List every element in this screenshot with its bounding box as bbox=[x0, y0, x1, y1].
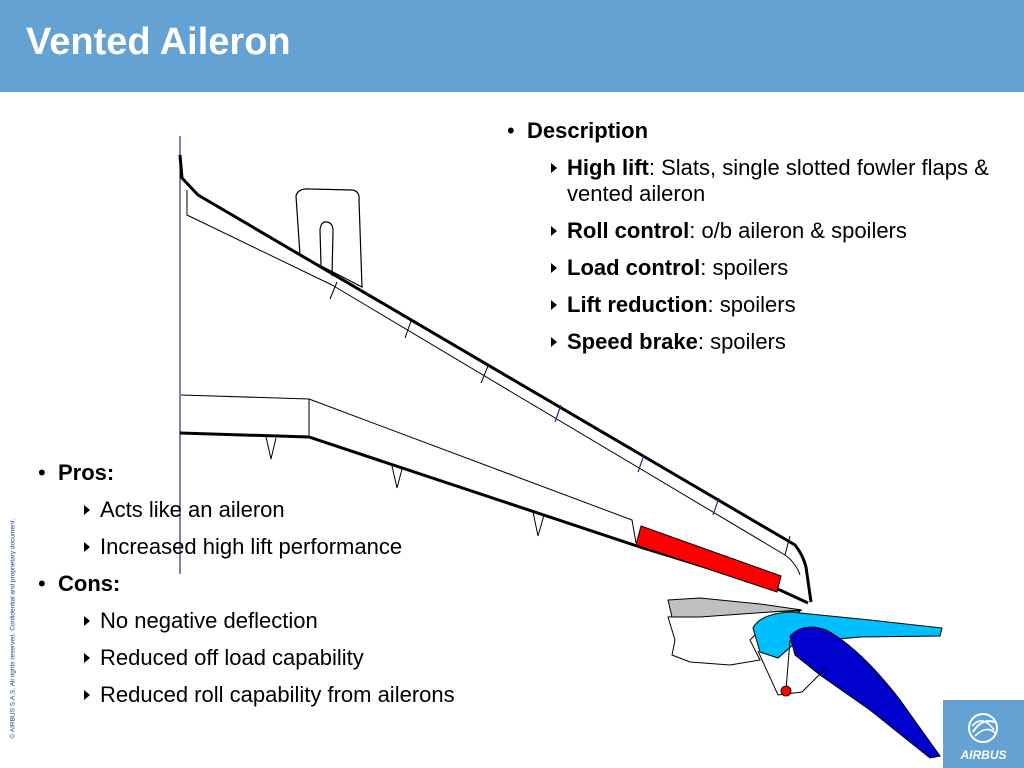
slat-divider bbox=[329, 281, 338, 300]
description-list: Description High lift: Slats, single slo… bbox=[507, 118, 997, 366]
slat-divider bbox=[637, 454, 645, 473]
slat-tip bbox=[784, 554, 801, 576]
slat-divider bbox=[554, 404, 562, 423]
wing-diagram bbox=[178, 136, 943, 759]
pylon-slot bbox=[319, 221, 334, 277]
triangle-bullet-icon bbox=[84, 542, 90, 552]
outer-flap bbox=[308, 398, 637, 544]
triangle-bullet-icon bbox=[551, 263, 557, 273]
pros-item: Acts like an aileron bbox=[84, 497, 558, 523]
triangle-bullet-icon bbox=[84, 505, 90, 515]
cons-heading: Cons: bbox=[38, 571, 558, 597]
aileron-highlight bbox=[635, 525, 782, 593]
triangle-bullet-icon bbox=[84, 616, 90, 626]
description-item: High lift: Slats, single slotted fowler … bbox=[551, 155, 997, 207]
triangle-bullet-icon bbox=[84, 690, 90, 700]
triangle-bullet-icon bbox=[551, 300, 557, 310]
description-item: Load control: spoilers bbox=[551, 255, 997, 281]
slat-divider bbox=[480, 365, 489, 384]
slat-divider bbox=[712, 497, 720, 516]
pros-item: Increased high lift performance bbox=[84, 534, 558, 560]
cons-item: No negative deflection bbox=[84, 608, 558, 634]
airbus-wordmark: AIRBUS bbox=[960, 748, 1007, 762]
page-title: Vented Aileron bbox=[26, 21, 291, 63]
inner-flap bbox=[180, 394, 310, 437]
cons-item: Reduced roll capability from ailerons bbox=[84, 682, 558, 708]
slat-divider bbox=[404, 320, 412, 339]
description-item: Lift reduction: spoilers bbox=[551, 292, 997, 318]
engine-pylon bbox=[295, 188, 363, 289]
title-bar: Vented Aileron bbox=[0, 0, 1024, 92]
description-heading: Description bbox=[507, 118, 997, 144]
wing-leading-edge bbox=[178, 154, 813, 603]
triangle-bullet-icon bbox=[551, 226, 557, 236]
pros-heading: Pros: bbox=[38, 460, 558, 486]
airbus-logo: AIRBUS bbox=[943, 700, 1024, 768]
triangle-bullet-icon bbox=[551, 163, 557, 173]
triangle-bullet-icon bbox=[551, 337, 557, 347]
flap-track-fairing bbox=[532, 511, 545, 537]
cons-item: Reduced off load capability bbox=[84, 645, 558, 671]
flap-track-fairing bbox=[265, 436, 277, 460]
spoiler-section bbox=[667, 597, 803, 618]
pros-cons-list: Pros: Acts like an aileron Increased hig… bbox=[38, 460, 558, 719]
description-item: Roll control: o/b aileron & spoilers bbox=[551, 218, 997, 244]
triangle-bullet-icon bbox=[84, 653, 90, 663]
hinge-point bbox=[780, 685, 792, 697]
airbus-emblem-icon bbox=[968, 713, 998, 743]
vane-section bbox=[789, 626, 941, 759]
description-item: Speed brake: spoilers bbox=[551, 329, 997, 355]
slat-line bbox=[186, 190, 333, 286]
wing-trailing-edge bbox=[179, 431, 809, 605]
hinge-link bbox=[785, 639, 791, 691]
